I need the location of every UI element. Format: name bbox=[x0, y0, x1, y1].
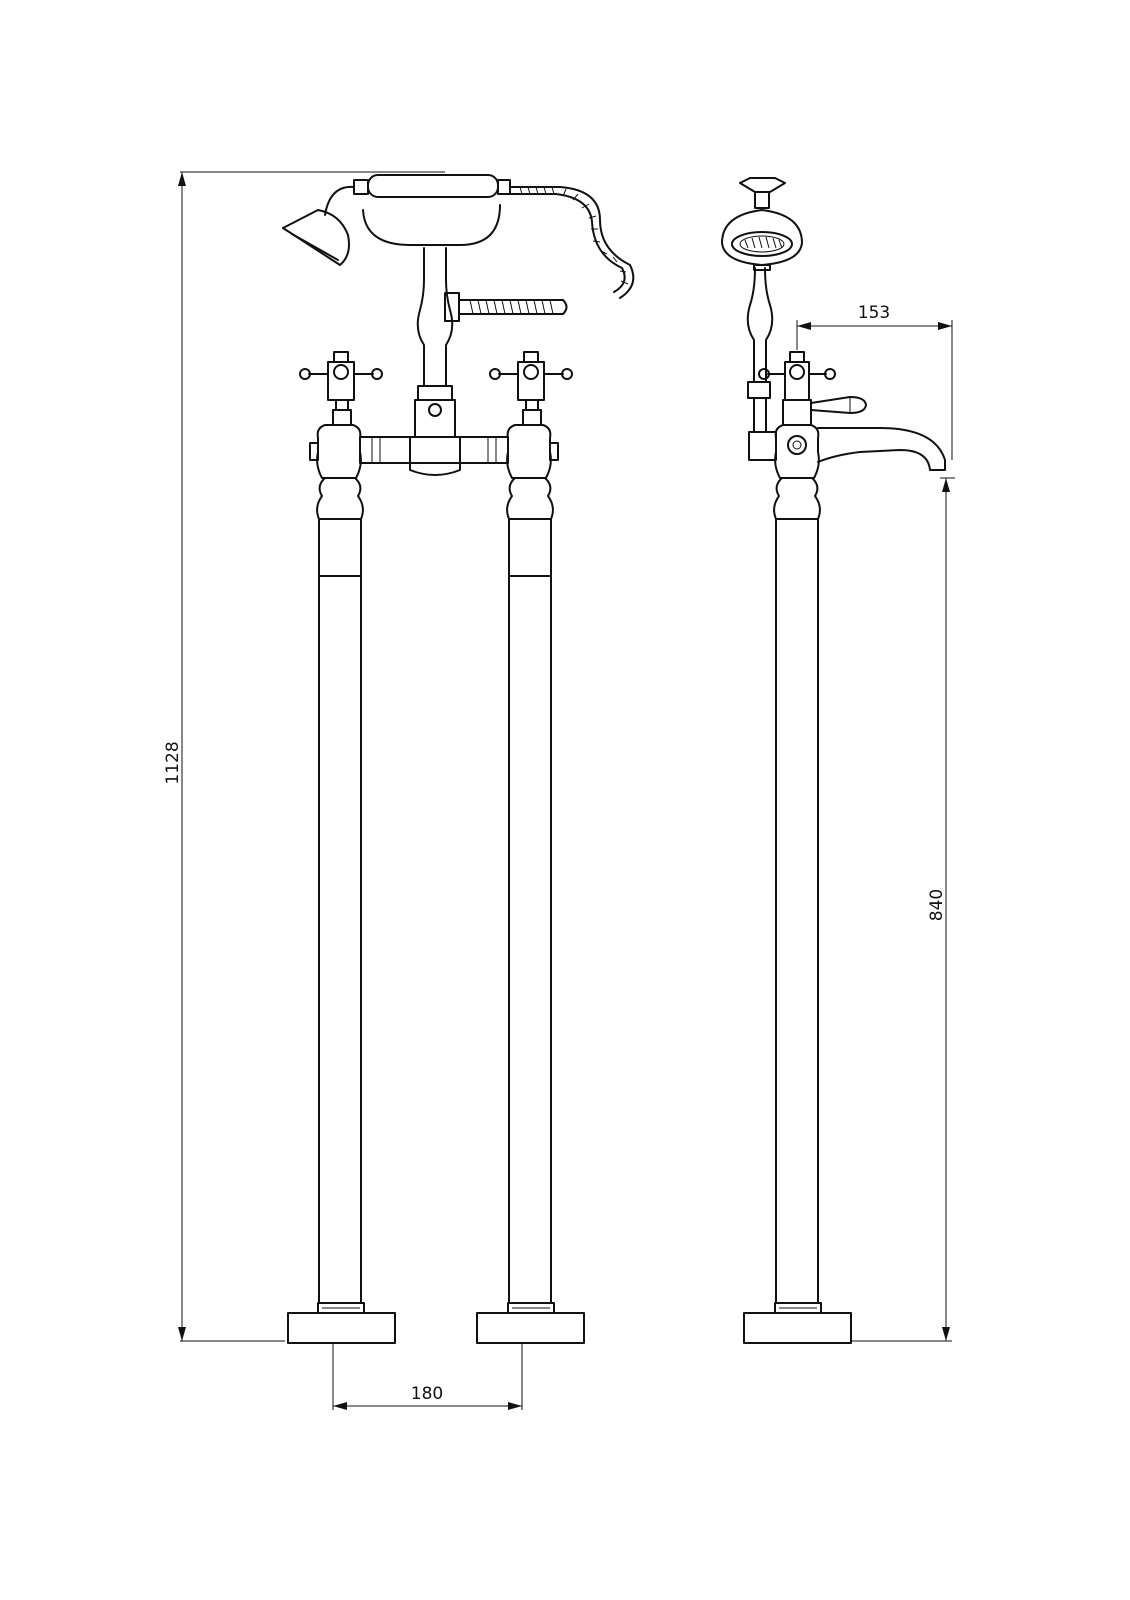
front-mixer-body bbox=[309, 247, 568, 479]
right-cross-handle[interactable] bbox=[489, 351, 573, 401]
left-cross-handle[interactable] bbox=[299, 351, 383, 401]
dimension-spout-height-label: 840 bbox=[927, 889, 947, 921]
dimension-leg-centres-label: 180 bbox=[411, 1384, 443, 1404]
left-standpipe bbox=[287, 477, 396, 1344]
dimension-spout-height: 840 bbox=[852, 477, 955, 1342]
dimension-overall-height: 1128 bbox=[163, 171, 445, 1342]
side-shower-head bbox=[721, 177, 803, 271]
dimension-spout-projection-label: 153 bbox=[858, 303, 890, 323]
side-mixer-body bbox=[746, 267, 946, 479]
side-standpipe bbox=[743, 477, 852, 1344]
dimension-overall-height-label: 1128 bbox=[163, 741, 183, 784]
dimension-leg-centres: 180 bbox=[332, 1343, 523, 1410]
front-shower-handset bbox=[282, 174, 635, 299]
right-standpipe bbox=[476, 477, 585, 1344]
dimension-spout-projection: 153 bbox=[796, 303, 953, 460]
